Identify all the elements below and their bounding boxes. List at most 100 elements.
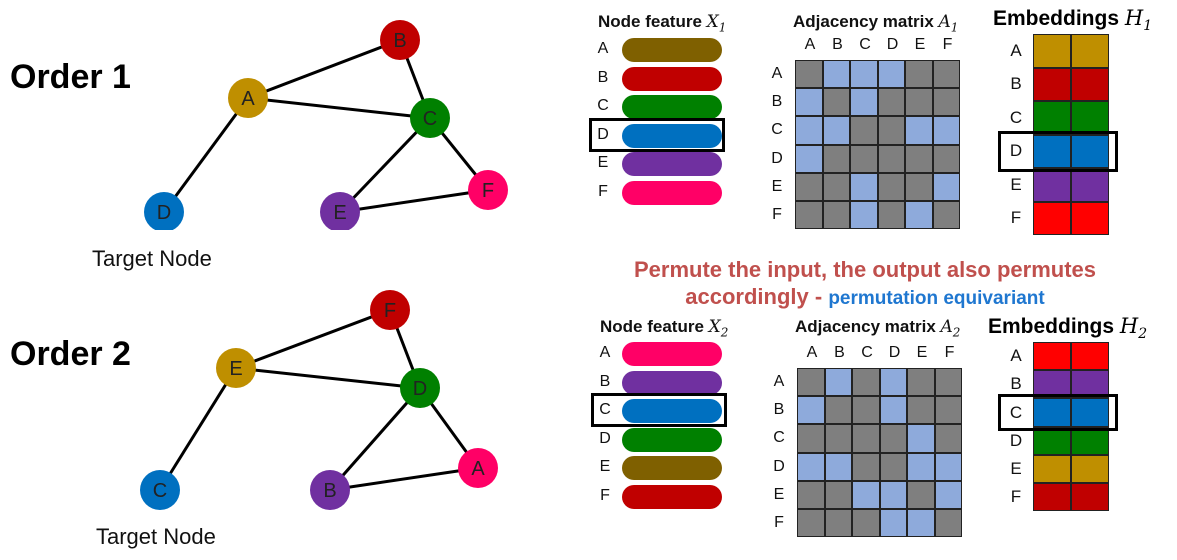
adjacency-cell bbox=[795, 144, 823, 173]
adjacency-cell bbox=[932, 60, 960, 89]
adjacency-cell bbox=[850, 144, 878, 173]
embedding-cell bbox=[1033, 483, 1071, 512]
feature-row-label: A bbox=[599, 344, 611, 361]
adjacency-row-label: A bbox=[773, 373, 785, 390]
graph-node-e: E bbox=[320, 192, 360, 230]
graph-node-b: B bbox=[310, 470, 350, 510]
embedding-cell bbox=[1071, 342, 1109, 371]
adjacency-cell bbox=[932, 144, 960, 173]
adjacency-col-label: E bbox=[914, 36, 926, 53]
graph-node-c: C bbox=[140, 470, 180, 510]
embedding-row-label: A bbox=[1010, 40, 1022, 60]
adjacency-cell bbox=[879, 452, 907, 481]
adjacency-cell bbox=[934, 452, 962, 481]
adjacency-cell bbox=[932, 172, 960, 201]
adjacency-cell bbox=[850, 60, 878, 89]
graph-node-e: E bbox=[216, 348, 256, 388]
graph-node-circle bbox=[228, 78, 268, 118]
graph-node-a: A bbox=[458, 448, 498, 488]
graph-node-f: F bbox=[370, 290, 410, 330]
adjacency-cell bbox=[879, 480, 907, 509]
adjacency-cell bbox=[877, 60, 905, 89]
feature-highlight-box bbox=[591, 393, 727, 427]
adjacency-cell bbox=[852, 509, 880, 538]
adjacency-cell bbox=[934, 424, 962, 453]
embedding-row-label: B bbox=[1010, 374, 1022, 394]
embedding-cell bbox=[1033, 426, 1071, 455]
adjacency-cell bbox=[850, 88, 878, 117]
graph-edge bbox=[158, 367, 238, 491]
adjacency-col-label: C bbox=[861, 344, 873, 361]
embedding-cell bbox=[1071, 134, 1109, 168]
embedding-row-label: E bbox=[1010, 174, 1022, 194]
adjacency-cell bbox=[797, 509, 825, 538]
adjacency-cell bbox=[850, 116, 878, 145]
graph-edge bbox=[247, 96, 431, 120]
adjacency-cell bbox=[822, 172, 850, 201]
embedding-row-label: B bbox=[1010, 74, 1022, 94]
feature-row-label: A bbox=[597, 40, 609, 57]
adjacency-cell bbox=[934, 509, 962, 538]
embedding-cell bbox=[1071, 168, 1109, 202]
adjacency-col-label: F bbox=[944, 344, 955, 361]
embedding-row-label: D bbox=[1009, 141, 1023, 161]
adjacency-cell bbox=[905, 60, 933, 89]
embedding-highlight-box bbox=[998, 130, 1118, 172]
order-2-adjacency-header: Adjacency matrix A2 bbox=[795, 317, 961, 340]
adjacency-cell bbox=[797, 480, 825, 509]
graph-node-circle bbox=[370, 290, 410, 330]
adjacency-cell bbox=[822, 60, 850, 89]
graph-node-label: A bbox=[241, 88, 255, 110]
order-1-embedding-header: Embeddings H1 bbox=[993, 6, 1153, 35]
feature-bar bbox=[622, 399, 722, 423]
feature-row-label: B bbox=[597, 68, 609, 86]
adjacency-cell bbox=[822, 201, 850, 230]
adjacency-row-label: B bbox=[773, 401, 785, 419]
embedding-row-label: D bbox=[1009, 430, 1023, 450]
feature-row-label: F bbox=[600, 486, 610, 504]
embedding-cell bbox=[1033, 201, 1071, 235]
adjacency-cell bbox=[797, 424, 825, 453]
graph-node-circle bbox=[400, 368, 440, 408]
graph-edge bbox=[235, 366, 421, 390]
adjacency-col-label: C bbox=[859, 36, 871, 53]
graph-node-a: A bbox=[228, 78, 268, 118]
order-2-feature-header: Node feature X2 bbox=[600, 317, 729, 340]
graph-node-circle bbox=[310, 470, 350, 510]
graph-node-label: D bbox=[157, 202, 171, 224]
graph-node-circle bbox=[144, 192, 184, 230]
adjacency-col-label: A bbox=[804, 36, 816, 53]
order-1-feature-header: Node feature X1 bbox=[598, 12, 727, 35]
feature-bar bbox=[622, 484, 722, 509]
feature-bar bbox=[622, 95, 722, 119]
adjacency-row-label: A bbox=[771, 65, 783, 82]
feature-bar bbox=[622, 38, 722, 62]
graph-node-circle bbox=[320, 192, 360, 230]
feature-bar bbox=[622, 370, 722, 395]
adjacency-cell bbox=[934, 368, 962, 397]
adjacency-cell bbox=[905, 116, 933, 145]
adjacency-cell bbox=[822, 144, 850, 173]
adjacency-cell bbox=[879, 509, 907, 538]
adjacency-cell bbox=[797, 396, 825, 425]
message-line-2: accordingly - permutation equivariant bbox=[685, 284, 1045, 309]
adjacency-cell bbox=[850, 201, 878, 230]
adjacency-cell bbox=[824, 509, 852, 538]
embedding-row-label: E bbox=[1010, 458, 1022, 478]
graph-node-circle bbox=[410, 98, 450, 138]
embedding-cell bbox=[1033, 168, 1071, 202]
embedding-cell bbox=[1071, 201, 1109, 235]
graph-node-c: C bbox=[410, 98, 450, 138]
adjacency-cell bbox=[824, 368, 852, 397]
embedding-cell bbox=[1071, 426, 1109, 455]
graph-node-f: F bbox=[468, 170, 508, 210]
adjacency-col-label: A bbox=[806, 344, 818, 361]
adjacency-col-label: D bbox=[886, 36, 899, 53]
feature-row-label: C bbox=[599, 401, 611, 418]
embedding-cell bbox=[1033, 67, 1071, 101]
graph-node-label: B bbox=[323, 480, 336, 502]
permutation-message: Permute the input, the output also permu… bbox=[555, 256, 1175, 312]
feature-row-label: C bbox=[597, 97, 609, 114]
adjacency-cell bbox=[934, 480, 962, 509]
